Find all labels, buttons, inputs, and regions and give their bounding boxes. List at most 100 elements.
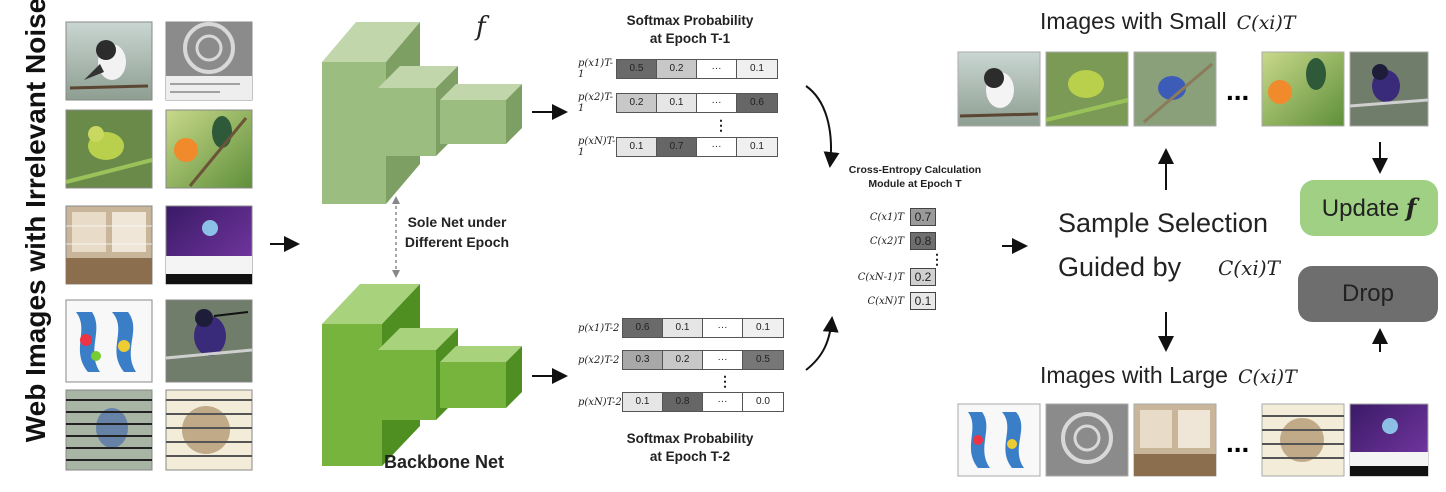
- prob-cell: ···: [697, 60, 737, 78]
- ce-ellipsis: ⋮: [930, 251, 944, 267]
- cross-entropy-title: Cross-Entropy Calculation Module at Epoc…: [836, 163, 994, 191]
- prob-row-top-1: p(x1)T-1 0.5 0.2 ··· 0.1: [578, 58, 778, 80]
- prob-cell: 0.1: [737, 138, 777, 156]
- backbone-net-label: Backbone Net: [384, 452, 505, 472]
- prob-row-top-n: p(xN)T-1 0.1 0.7 ··· 0.1: [578, 136, 778, 158]
- update-label: Update: [1321, 195, 1400, 222]
- prob-cell: 0.2: [657, 60, 697, 78]
- prob-cell: 0.1: [623, 393, 663, 411]
- ce-value: 0.2: [910, 268, 936, 286]
- ce-label: C(xN-1)T: [857, 271, 904, 283]
- large-loss-ellipsis: ...: [1226, 427, 1249, 458]
- prob-label: p(x2)T-1: [578, 92, 613, 114]
- ce-label: C(x1)T: [869, 211, 904, 223]
- thumb-noise-circle: [165, 21, 253, 101]
- prob-label: p(xN)T-2: [578, 396, 622, 408]
- prob-cell: 0.8: [663, 393, 703, 411]
- update-f-node: Update f: [1300, 180, 1438, 236]
- large-loss-header: Images with Large C(xi)T: [1040, 362, 1297, 389]
- thumb-bird-gray: [65, 21, 153, 101]
- prob-cell: 0.0: [743, 393, 783, 411]
- prob-row-top-2: p(x2)T-1 0.2 0.1 ··· 0.6: [578, 92, 778, 114]
- thumb-heatmap: [65, 299, 153, 383]
- prob-cell: ···: [697, 94, 737, 112]
- large-loss-images: ...: [957, 403, 1429, 477]
- ce-value: 0.8: [910, 232, 936, 250]
- thumb-bird-green: [65, 109, 153, 189]
- prob-cells: 0.1 0.8 ··· 0.0: [622, 392, 784, 412]
- small-img-bird-green: [1045, 51, 1129, 127]
- prob-cell: ···: [697, 138, 737, 156]
- network-f-symbol: f: [476, 12, 486, 42]
- arrow-softmax-bottom-to-ce: [805, 316, 839, 371]
- prob-cell: 0.2: [663, 351, 703, 369]
- softmax-bottom-title-line2: at Epoch T-2: [649, 449, 731, 464]
- ce-rows: C(x1)T 0.7 C(x2)T 0.8 ⋮ C(xN-1)T 0.2 C(x…: [850, 208, 944, 310]
- small-loss-ellipsis: ...: [1226, 75, 1249, 106]
- small-loss-formula: C(xi)T: [1236, 12, 1296, 34]
- large-img-room: [1133, 403, 1217, 477]
- ce-value: 0.7: [910, 208, 936, 226]
- selection-formula: C(xi)T: [1218, 256, 1280, 280]
- arrow-softmax-top-to-ce: [805, 85, 840, 168]
- prob-cell: ···: [703, 351, 743, 369]
- prob-row-bottom-1: p(x1)T-2 0.6 0.1 ··· 0.1: [578, 318, 784, 338]
- prob-cell: 0.5: [743, 351, 783, 369]
- ce-title-line2: Module at Epoch T: [868, 178, 962, 190]
- prob-cells: 0.2 0.1 ··· 0.6: [616, 93, 778, 113]
- large-img-space-poster: [1349, 403, 1429, 477]
- backbone-net-top: [322, 22, 522, 204]
- small-loss-title: Images with Small: [1040, 8, 1227, 34]
- selection-line1: Sample Selection: [1057, 208, 1269, 238]
- small-loss-header: Images with Small C(xi)T: [1040, 8, 1295, 35]
- ce-row-2: C(x2)T 0.8: [850, 232, 944, 250]
- prob-cell: 0.1: [657, 94, 697, 112]
- prob-row-bottom-2: p(x2)T-2 0.3 0.2 ··· 0.5: [578, 350, 784, 370]
- large-img-noise-circle: [1045, 403, 1129, 477]
- prob-cell: 0.7: [657, 138, 697, 156]
- left-thumbnails: [65, 21, 253, 471]
- ce-label: C(x2)T: [869, 235, 904, 247]
- prob-cell: ···: [703, 319, 743, 337]
- prob-cells: 0.5 0.2 ··· 0.1: [616, 59, 778, 79]
- prob-cell: 0.1: [663, 319, 703, 337]
- large-loss-title: Images with Large: [1040, 362, 1228, 388]
- small-img-bird-blue: [1133, 51, 1217, 127]
- prob-label: p(x1)T-2: [578, 322, 620, 334]
- prob-cell: 0.1: [743, 319, 783, 337]
- sole-net-label: Sole Net under Different Epoch: [404, 214, 510, 250]
- thumb-space-poster: [165, 205, 253, 285]
- softmax-top-title: Softmax Probability at Epoch T-1: [574, 12, 806, 48]
- prob-cell: 0.3: [623, 351, 663, 369]
- small-img-bird-purple: [1349, 51, 1429, 127]
- thumb-noisy-bird: [65, 389, 153, 471]
- softmax-top-ellipsis: ⋮: [714, 117, 728, 133]
- small-loss-images: ...: [957, 51, 1429, 127]
- ce-row-1: C(x1)T 0.7: [850, 208, 944, 226]
- thumb-hummingbird: [165, 109, 253, 189]
- prob-cell: 0.5: [617, 60, 657, 78]
- prob-cells: 0.1 0.7 ··· 0.1: [616, 137, 778, 157]
- prob-cell: 0.1: [617, 138, 657, 156]
- softmax-top-title-line2: at Epoch T-1: [649, 31, 731, 46]
- prob-cell: 0.1: [737, 60, 777, 78]
- backbone-net-bottom: [322, 284, 522, 466]
- update-f-symbol: f: [1405, 193, 1417, 222]
- small-img-hummingbird: [1261, 51, 1345, 127]
- large-loss-formula: C(xi)T: [1237, 366, 1297, 388]
- softmax-bottom-rows: p(x1)T-2 0.6 0.1 ··· 0.1 p(x2)T-2 0.3 0.…: [578, 318, 784, 412]
- prob-row-bottom-n: p(xN)T-2 0.1 0.8 ··· 0.0: [578, 392, 784, 412]
- prob-label: p(xN)T-1: [578, 136, 616, 158]
- selection-line2: Guided by: [1058, 252, 1182, 282]
- prob-cell: 0.6: [737, 94, 777, 112]
- large-img-heatmap: [957, 403, 1041, 477]
- ce-title-line1: Cross-Entropy Calculation: [848, 164, 982, 176]
- thumb-bird-purple: [165, 299, 253, 383]
- ce-value: 0.1: [910, 292, 936, 310]
- softmax-bottom-ellipsis: ⋮: [718, 373, 732, 389]
- prob-label: p(x1)T-1: [578, 58, 613, 80]
- ce-label: C(xN)T: [867, 295, 904, 307]
- thumb-noisy-stripes: [165, 389, 253, 471]
- drop-node: Drop: [1298, 266, 1438, 322]
